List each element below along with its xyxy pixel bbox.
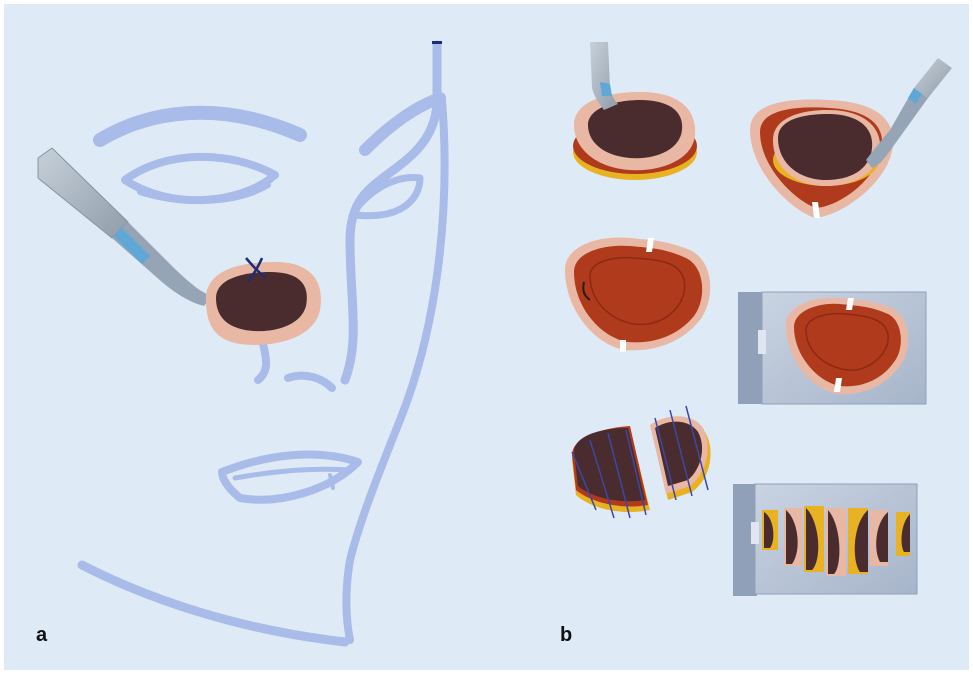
tissue-sections [762, 506, 910, 576]
glass-slide-icon [738, 292, 926, 404]
tumor [216, 272, 307, 331]
panel-label-b: b [560, 624, 572, 647]
glass-slide-icon [733, 484, 917, 596]
panel-label-a: a [36, 624, 47, 647]
top-tick-mark [432, 41, 442, 44]
